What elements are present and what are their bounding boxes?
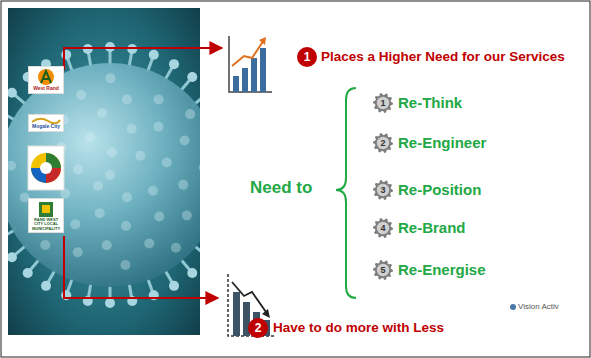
logo-emblem: [30, 200, 62, 218]
callout-number: 2: [248, 318, 268, 338]
action-item: Re-Energise: [398, 261, 486, 278]
logo-text: RAND WEST CITY LOCAL MUNICIPALITY: [30, 218, 62, 231]
number-text: 1: [297, 47, 317, 67]
number-text: 2: [248, 318, 268, 338]
logo-text: Mogale City: [30, 124, 62, 130]
number-text: 2: [373, 133, 393, 153]
gear-number: 4: [373, 218, 393, 238]
logo-text: West Rand: [30, 86, 62, 92]
action-item: Re-Engineer: [398, 134, 486, 151]
action-item: Re-Position: [398, 181, 481, 198]
action-item: Re-Think: [398, 94, 462, 111]
brace: [336, 88, 356, 298]
number-text: 3: [373, 180, 393, 200]
logo-emblem: [30, 116, 62, 124]
municipal-logo: Mogale City: [28, 114, 64, 132]
gear-number: 3: [373, 180, 393, 200]
leader-line: [64, 48, 222, 70]
statement: Places a Higher Need for our Services: [321, 49, 565, 65]
leader-line: [64, 236, 218, 298]
brand-mark: [510, 304, 516, 310]
lead-text: Need to: [250, 178, 312, 198]
municipal-logo: West Rand: [28, 66, 64, 94]
callout-number: 1: [297, 47, 317, 67]
number-text: 4: [373, 218, 393, 238]
logo-emblem: [30, 68, 62, 86]
number-text: 5: [373, 260, 393, 280]
virus-picture: [8, 8, 200, 335]
municipal-logo: RAND WEST CITY LOCAL MUNICIPALITY: [28, 198, 64, 233]
statement: Have to do more with Less: [273, 320, 444, 336]
gear-number: 5: [373, 260, 393, 280]
municipal-logo: [28, 146, 64, 190]
action-item: Re-Brand: [398, 219, 466, 236]
number-text: 1: [373, 93, 393, 113]
gear-number: 1: [373, 93, 393, 113]
watermark: Vision Activ: [518, 302, 559, 311]
growth-chart-icon: [229, 36, 272, 92]
gear-number: 2: [373, 133, 393, 153]
